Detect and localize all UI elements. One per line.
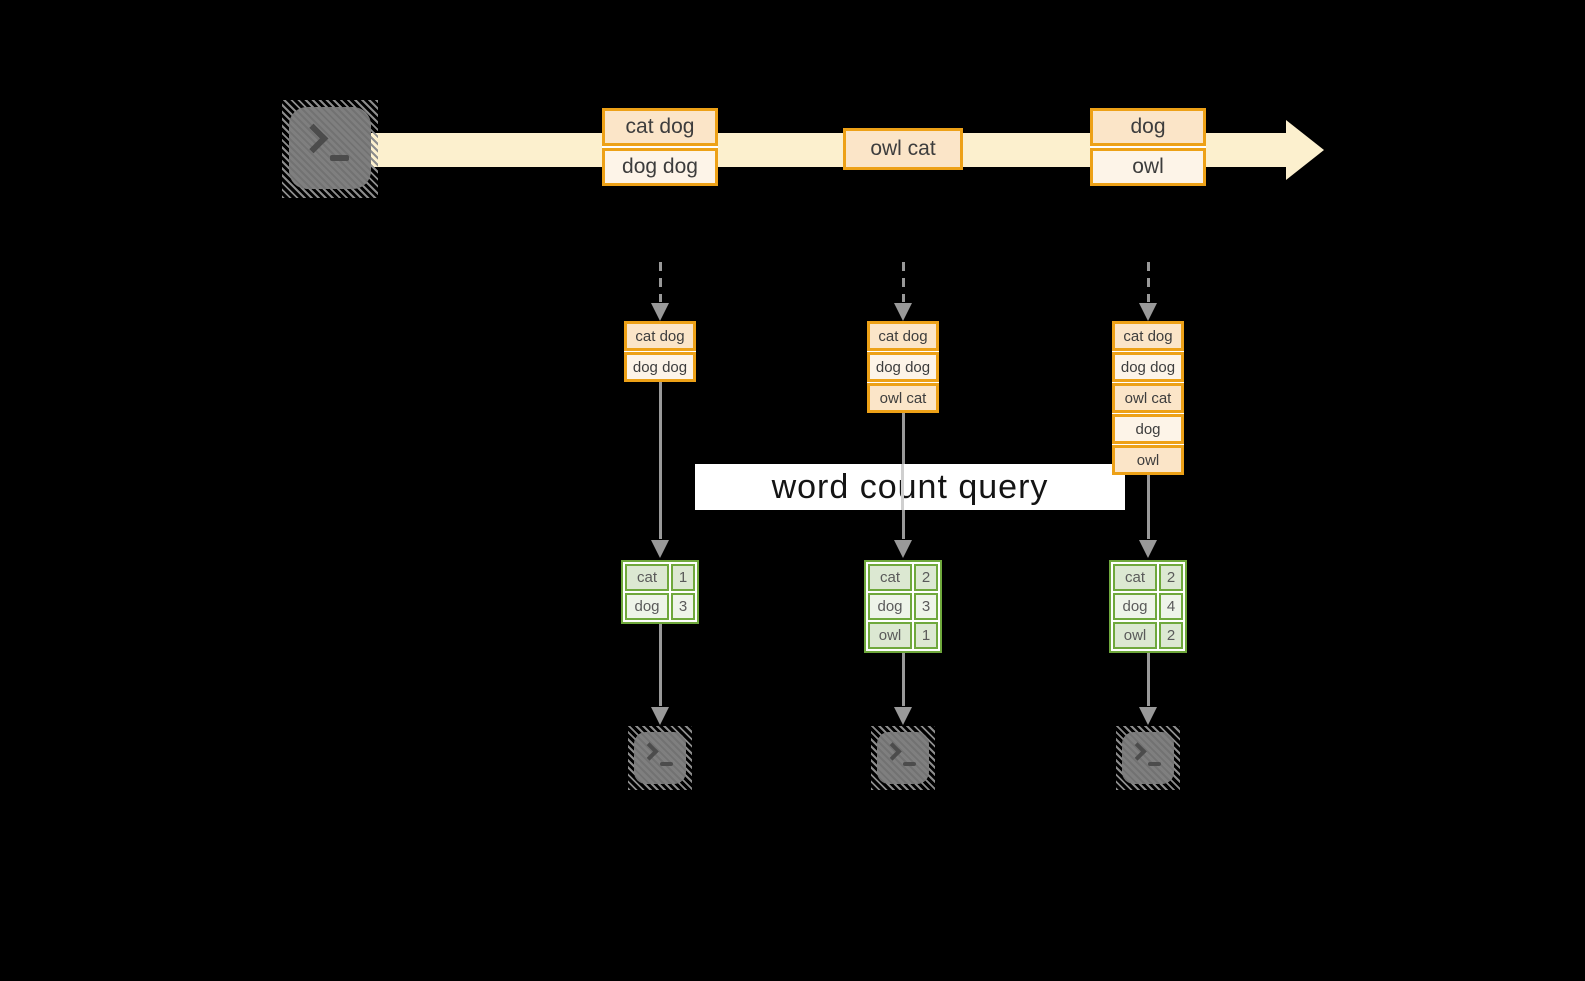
query-arrow bbox=[658, 382, 662, 539]
timeline-event-text: cat dog bbox=[602, 108, 718, 146]
count-cell: 2 bbox=[1159, 564, 1183, 591]
output-terminal-icon bbox=[871, 726, 935, 790]
query-arrowhead bbox=[1139, 540, 1157, 558]
word-cell: owl bbox=[868, 622, 912, 649]
terminal-prompt-icon bbox=[640, 742, 659, 761]
batch-dashed-arrow bbox=[901, 262, 905, 302]
word-count-query-label: word count query bbox=[771, 467, 1049, 506]
output-terminal-icon bbox=[628, 726, 692, 790]
batch-dashed-arrowhead bbox=[1139, 303, 1157, 321]
terminal-cursor-icon bbox=[903, 762, 916, 766]
batch-line: owl cat bbox=[1112, 383, 1184, 413]
word-cell: cat bbox=[868, 564, 912, 591]
output-arrowhead bbox=[894, 707, 912, 725]
word-cell: owl bbox=[1113, 622, 1157, 649]
batch-line: dog dog bbox=[624, 352, 696, 382]
timeline-event-text: owl cat bbox=[843, 128, 963, 170]
batch-line: dog dog bbox=[867, 352, 939, 382]
word-cell: cat bbox=[1113, 564, 1157, 591]
terminal-prompt-icon bbox=[298, 123, 329, 154]
terminal-cursor-icon bbox=[660, 762, 673, 766]
output-terminal-icon bbox=[1116, 726, 1180, 790]
timeline-event-box: owl cat bbox=[843, 128, 963, 170]
word-cell: dog bbox=[1113, 593, 1157, 620]
count-cell: 2 bbox=[1159, 622, 1183, 649]
terminal-screen bbox=[289, 107, 371, 189]
terminal-prompt-icon bbox=[1128, 742, 1147, 761]
batch-dashed-arrowhead bbox=[651, 303, 669, 321]
terminal-cursor-icon bbox=[330, 155, 349, 161]
query-arrow bbox=[1146, 475, 1150, 539]
output-arrow bbox=[901, 653, 905, 706]
batch-line: cat dog bbox=[867, 321, 939, 351]
query-arrowhead bbox=[894, 540, 912, 558]
count-cell: 3 bbox=[914, 593, 938, 620]
output-arrow bbox=[1146, 653, 1150, 706]
batch-line: owl bbox=[1112, 445, 1184, 475]
batch-line: owl cat bbox=[867, 383, 939, 413]
word-count-query-banner: word count query bbox=[695, 464, 1125, 510]
timeline-event-text: dog dog bbox=[602, 148, 718, 186]
output-arrow bbox=[658, 624, 662, 706]
terminal-prompt-icon bbox=[883, 742, 902, 761]
batch-line: cat dog bbox=[624, 321, 696, 351]
terminal-screen bbox=[877, 732, 929, 784]
count-cell: 4 bbox=[1159, 593, 1183, 620]
batch-line: cat dog bbox=[1112, 321, 1184, 351]
batch-dashed-arrowhead bbox=[894, 303, 912, 321]
source-terminal-icon bbox=[282, 100, 378, 198]
batch-dashed-arrow bbox=[658, 262, 662, 302]
timeline-event-text: owl bbox=[1090, 148, 1206, 186]
batch-line: dog dog bbox=[1112, 352, 1184, 382]
count-cell: 1 bbox=[671, 564, 695, 591]
count-cell: 2 bbox=[914, 564, 938, 591]
batch-dashed-arrow bbox=[1146, 262, 1150, 302]
word-cell: dog bbox=[868, 593, 912, 620]
timeline-event-text: dog bbox=[1090, 108, 1206, 146]
output-arrowhead bbox=[1139, 707, 1157, 725]
stream-timeline-arrowhead bbox=[1286, 120, 1324, 180]
terminal-screen bbox=[634, 732, 686, 784]
count-cell: 3 bbox=[671, 593, 695, 620]
count-cell: 1 bbox=[914, 622, 938, 649]
batch-line: dog bbox=[1112, 414, 1184, 444]
terminal-cursor-icon bbox=[1148, 762, 1161, 766]
word-cell: dog bbox=[625, 593, 669, 620]
terminal-screen bbox=[1122, 732, 1174, 784]
output-arrowhead bbox=[651, 707, 669, 725]
arrow-through-banner bbox=[901, 464, 904, 510]
query-arrowhead bbox=[651, 540, 669, 558]
word-cell: cat bbox=[625, 564, 669, 591]
